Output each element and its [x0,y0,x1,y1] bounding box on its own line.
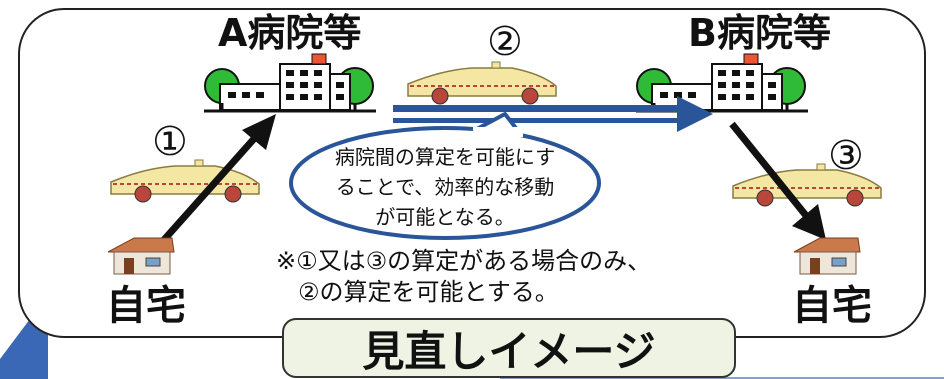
house-icon [107,237,175,275]
note-line-1: ※①又は③の算定がある場合のみ、 [276,247,652,275]
bubble-text: 病院間の算定を可能にす ることで、効率的な移動 が可能となる。 [305,142,585,232]
taxi-icon [407,61,557,105]
house-icon [793,237,861,275]
image-title: 見直しイメージ [362,326,656,376]
hospital-icon [636,53,808,113]
arrow-hospital-b-to-home [729,121,826,240]
hospital-a-title: A病院等 [218,11,362,55]
transfer-arrow [393,96,713,132]
step-2-label: ② [487,19,523,65]
note-line-2: ②の算定を可能とする。 [298,278,559,307]
bottom-rule [500,377,944,379]
speech-bubble [289,112,601,240]
bubble-line-1: 病院間の算定を可能にす [334,145,556,169]
hospital-icon [204,53,376,113]
bubble-line-3: が可能となる。 [375,205,515,229]
step-1-label: ① [152,119,188,165]
image-title-box: 見直しイメージ [282,318,736,378]
condition-note: ※①又は③の算定がある場合のみ、 ②の算定を可能とする。 [276,246,651,308]
hospital-b-title: B病院等 [688,11,831,55]
taxi-icon [732,163,882,207]
decorative-corner-shape [0,319,48,379]
home-label-left: 自宅 [106,283,186,329]
bubble-line-2: ることで、効率的な移動 [335,175,555,199]
home-label-right: 自宅 [792,283,872,329]
